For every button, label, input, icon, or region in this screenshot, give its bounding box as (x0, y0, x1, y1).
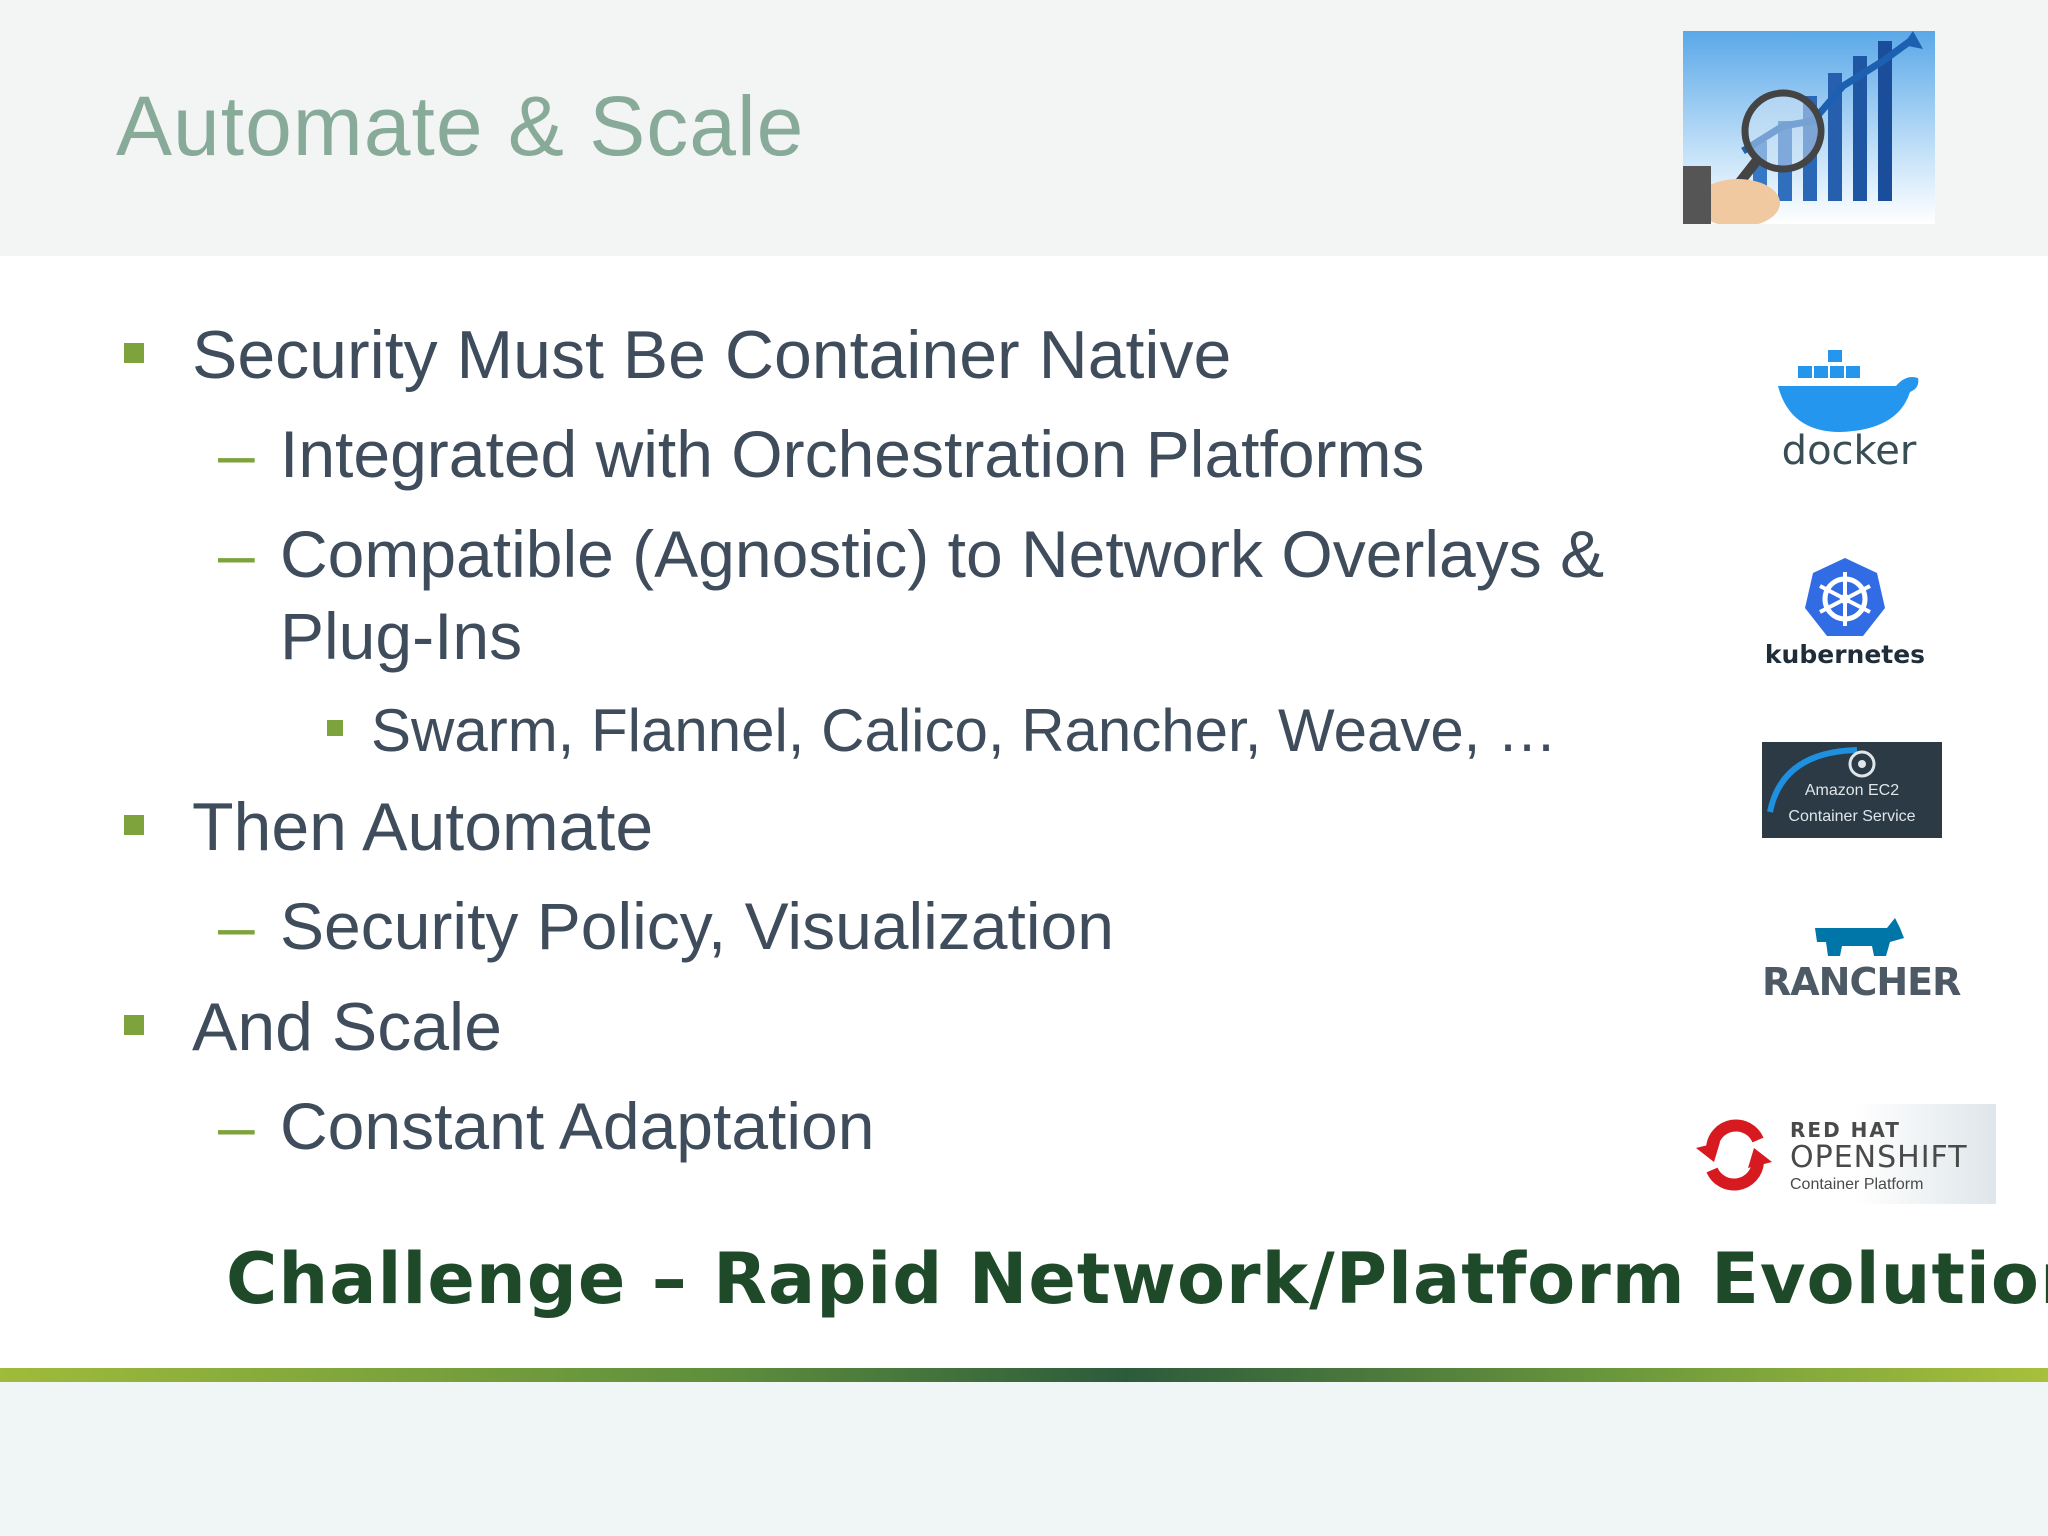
amazon-ecs-line2: Container Service (1788, 808, 1916, 825)
bullet-text: Integrated with Orchestration Platforms (280, 417, 1425, 491)
challenge-statement: Challenge – Rapid Network/Platform Evolu… (226, 1238, 2048, 1320)
bullet-text: Security Must Be Container Native (192, 317, 1232, 393)
kubernetes-helm-icon (1805, 558, 1885, 636)
square-bullet-icon (124, 343, 144, 363)
dash-bullet-icon: – (218, 1089, 255, 1163)
openshift-wordmark: OPENSHIFT (1790, 1140, 1968, 1175)
dash-bullet-icon: – (218, 417, 255, 491)
slide-footer (0, 1382, 2048, 1536)
openshift-logo: RED HAT OPENSHIFT Container Platform (1684, 1104, 1996, 1204)
dash-bullet-icon: – (218, 517, 255, 591)
kubernetes-logo: kubernetes (1760, 556, 1930, 676)
docker-logo: docker (1768, 344, 1928, 474)
bullet-text-line1: Compatible (Agnostic) to Network Overlay… (280, 517, 1605, 591)
docker-wordmark: docker (1781, 428, 1917, 474)
rancher-wordmark: RANCHER (1762, 960, 1961, 1004)
bullet-text: And Scale (192, 989, 502, 1065)
bullet-text: Then Automate (192, 789, 654, 865)
dash-bullet-icon: – (218, 889, 255, 963)
growth-chart-magnifier-image (1683, 31, 1935, 224)
openshift-subtitle: Container Platform (1790, 1176, 1924, 1193)
amazon-ecs-swoosh-icon (1767, 747, 1876, 813)
gradient-divider-bar (0, 1368, 2048, 1382)
slide-title: Automate & Scale (116, 79, 805, 173)
slide-header: Automate & Scale (0, 0, 2048, 256)
docker-whale-icon (1778, 350, 1919, 432)
bullet-text: Swarm, Flannel, Calico, Rancher, Weave, … (371, 697, 1558, 764)
rancher-cow-icon (1815, 918, 1904, 956)
bullet-text-line2: Plug-Ins (280, 599, 523, 673)
kubernetes-wordmark: kubernetes (1764, 640, 1926, 669)
openshift-ring-icon (1696, 1119, 1772, 1191)
amazon-ecs-logo: Amazon EC2 Container Service (1762, 742, 1942, 838)
bullet-text: Constant Adaptation (280, 1089, 875, 1163)
square-bullet-icon (124, 1015, 144, 1035)
growth-chart-graphic (1683, 31, 1923, 224)
bullet-text: Security Policy, Visualization (280, 889, 1114, 963)
rancher-logo: RANCHER (1762, 916, 1961, 1016)
slide-body: Security Must Be Container Native – Inte… (0, 256, 2048, 1370)
square-bullet-icon (124, 815, 144, 835)
openshift-redhat-label: RED HAT (1790, 1118, 1901, 1142)
square-bullet-icon (327, 720, 343, 736)
amazon-ecs-line1: Amazon EC2 (1804, 782, 1900, 799)
